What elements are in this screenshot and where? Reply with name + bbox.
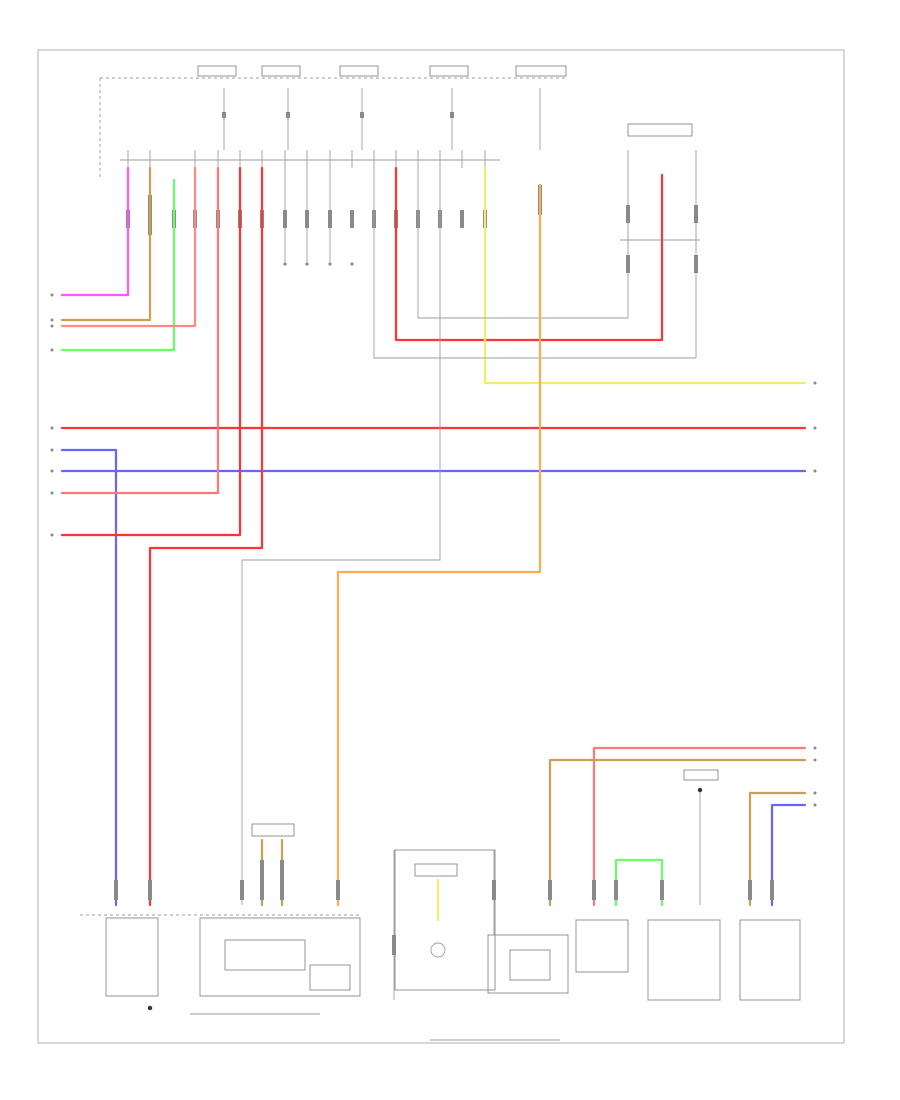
right-top-label: [683, 769, 719, 781]
combination-meter-main: [199, 917, 361, 997]
bottom-components: [80, 769, 801, 1011]
component-right-2: [647, 919, 721, 1001]
component-right-1: [575, 919, 629, 973]
wire-tan-lower-2: [748, 791, 807, 907]
ground-icon-right: [697, 787, 703, 793]
lamp-module: [487, 934, 569, 994]
wires-bus: [60, 166, 807, 907]
wire-green-lower: [614, 858, 664, 907]
junction-block-outline: [99, 77, 566, 178]
left-terminals: [50, 293, 54, 537]
wire-tan: [60, 166, 152, 322]
lamp-label: [414, 863, 458, 877]
wire-red-top-right: [394, 166, 664, 342]
component-right-3: [739, 919, 801, 1001]
wire-gray-long: [241, 168, 441, 905]
wire-gray-loop: [373, 168, 696, 359]
combination-meter-left: [105, 917, 159, 997]
wire-tan-lower: [548, 758, 807, 907]
wire-gray-loop-2: [417, 168, 628, 319]
diagram-frame: [37, 49, 845, 1044]
lamp-bulb: [430, 942, 446, 958]
connector-row: [127, 150, 486, 168]
wire-pink: [60, 166, 130, 297]
fuse-label-2: [261, 65, 301, 77]
wire-red-2: [60, 166, 242, 537]
wires-lower-right: [260, 746, 807, 1000]
lower-connectors: [114, 860, 774, 955]
wire-blue-down: [60, 448, 118, 907]
top-drops: [283, 168, 354, 266]
sensor-top-label: [251, 823, 295, 837]
wire-orange: [336, 183, 542, 907]
lamp-module-inner: [509, 949, 551, 981]
wire-light-red-1: [60, 166, 197, 328]
fuse-label-4: [429, 65, 469, 77]
meter-sensor: [309, 964, 351, 991]
fuse-label-5: [515, 65, 567, 77]
bottom-labels: [190, 1013, 560, 1041]
wire-yellow: [483, 166, 807, 385]
wires-upper: [60, 166, 807, 385]
fuse-symbols: [222, 88, 541, 150]
top-right-module: [620, 123, 700, 358]
meter-subunit: [224, 939, 306, 971]
wire-red-3: [148, 166, 264, 907]
wire-light-red-2: [60, 166, 220, 495]
wire-light-red-lower: [592, 746, 807, 907]
fuse-label-3: [339, 65, 379, 77]
fuse-label-1: [197, 65, 237, 77]
wire-blue-lower: [770, 803, 807, 907]
fuse-labels: [197, 65, 567, 77]
wire-green: [60, 178, 176, 352]
rear-lamp-assembly: [394, 849, 496, 991]
ground-icon: [147, 1005, 153, 1011]
upper-connectors: [126, 185, 542, 235]
right-terminals: [813, 381, 817, 807]
top-right-module-label: [627, 123, 693, 137]
